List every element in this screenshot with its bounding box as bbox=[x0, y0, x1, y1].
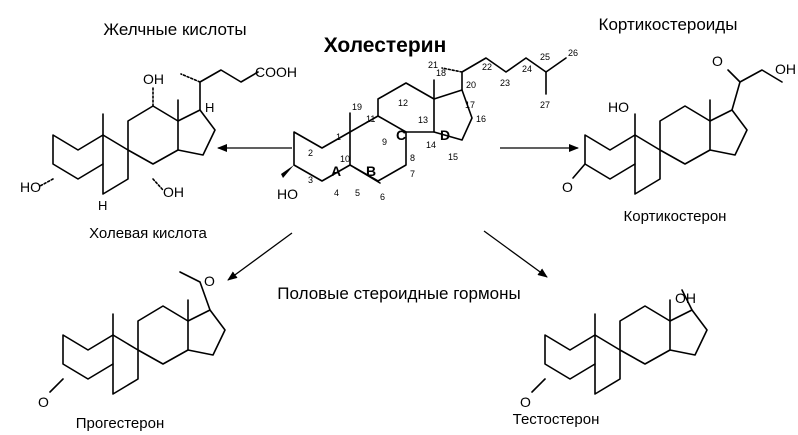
ring-label-b: B bbox=[366, 163, 376, 179]
progesterone-structure bbox=[49, 271, 226, 395]
carbon-number: 27 bbox=[540, 100, 550, 110]
group-label-bile-acids: Желчные кислоты bbox=[103, 20, 246, 39]
corticosterone-structure bbox=[572, 69, 783, 195]
compound-name-corticosterone: Кортикостерон bbox=[624, 208, 727, 225]
carbon-number-labels: 1 2 3 4 5 6 7 8 9 10 11 12 13 14 15 16 1… bbox=[308, 48, 578, 202]
carbon-number: 21 bbox=[428, 60, 438, 70]
ring-label-d: D bbox=[440, 127, 450, 143]
cholic-acid-ho-3: HO bbox=[20, 179, 41, 195]
carbon-number: 11 bbox=[366, 114, 375, 124]
cholic-acid-h: H bbox=[205, 100, 214, 115]
carbon-number: 24 bbox=[522, 64, 532, 74]
group-label-sex-hormones: Половые стероидные гормоны bbox=[277, 284, 520, 303]
carbon-number: 22 bbox=[482, 62, 492, 72]
page-title: Холестерин bbox=[324, 34, 447, 57]
carbon-number: 26 bbox=[568, 48, 578, 58]
carbon-number: 10 bbox=[340, 154, 350, 164]
cholic-acid-structure bbox=[39, 69, 259, 195]
cholic-acid-h: H bbox=[98, 198, 107, 213]
carbon-number: 14 bbox=[426, 140, 436, 150]
carbon-number: 18 bbox=[436, 68, 446, 78]
carbon-number: 23 bbox=[500, 78, 510, 88]
progesterone-o-3: O bbox=[38, 394, 49, 410]
carbon-number: 13 bbox=[418, 115, 428, 125]
compound-name-cholic-acid: Холевая кислота bbox=[89, 225, 207, 242]
carbon-number: 7 bbox=[410, 169, 415, 179]
corticosterone-o-20: O bbox=[712, 53, 723, 69]
carbon-number: 8 bbox=[410, 153, 415, 163]
arrow-to-progesterone bbox=[227, 232, 293, 281]
ring-label-c: C bbox=[396, 127, 406, 143]
carbon-number: 5 bbox=[355, 188, 360, 198]
corticosterone-o-3: O bbox=[562, 179, 573, 195]
carbon-number: 4 bbox=[334, 188, 339, 198]
compound-name-progesterone: Прогестерон bbox=[76, 415, 164, 432]
group-label-corticosteroids: Кортикостероиды bbox=[599, 15, 738, 34]
testosterone-o-3: O bbox=[520, 394, 531, 410]
carbon-number: 15 bbox=[448, 152, 458, 162]
ring-label-a: A bbox=[331, 163, 341, 179]
progesterone-o-20: O bbox=[204, 273, 215, 289]
cholic-acid-cooh: COOH bbox=[255, 64, 297, 80]
carbon-number: 1 bbox=[336, 132, 341, 142]
carbon-number: 9 bbox=[382, 137, 387, 147]
carbon-number: 12 bbox=[398, 98, 408, 108]
carbon-number: 17 bbox=[465, 100, 475, 110]
testosterone-oh-17: OH bbox=[675, 290, 696, 306]
cholic-acid-oh-7: OH bbox=[163, 184, 184, 200]
cholesterol-structure bbox=[281, 57, 567, 184]
carbon-number: 20 bbox=[466, 80, 476, 90]
carbon-number: 19 bbox=[352, 102, 362, 112]
cholic-acid-oh-12: OH bbox=[143, 71, 164, 87]
carbon-number: 25 bbox=[540, 52, 550, 62]
cholesterol-ho-label: HO bbox=[277, 186, 298, 202]
carbon-number: 16 bbox=[476, 114, 486, 124]
carbon-number: 3 bbox=[308, 175, 313, 185]
arrow-to-testosterone bbox=[483, 230, 548, 278]
carbon-number: 6 bbox=[380, 192, 385, 202]
carbon-number: 2 bbox=[308, 148, 313, 158]
compound-name-testosterone: Тестостерон bbox=[513, 411, 600, 428]
corticosterone-oh-21: OH bbox=[775, 61, 796, 77]
corticosterone-ho-11: HO bbox=[608, 99, 629, 115]
testosterone-structure bbox=[531, 289, 708, 395]
